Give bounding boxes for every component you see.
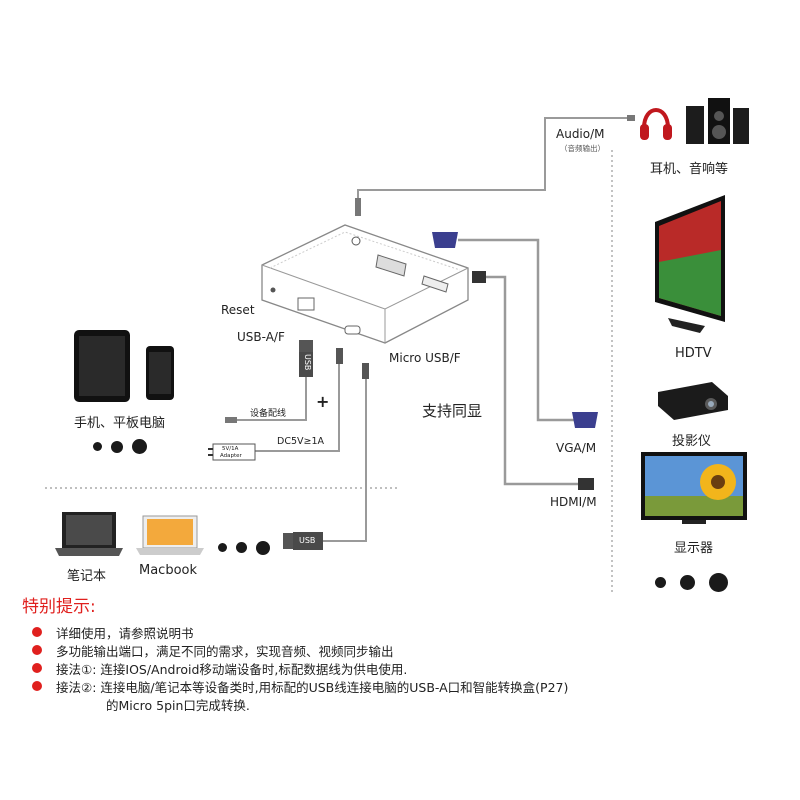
audio-port <box>351 236 361 246</box>
note-continuation: 的Micro 5pin口完成转换. <box>106 698 250 713</box>
micro-usb-label: Micro USB/F <box>389 351 461 365</box>
usb-af-label: USB-A/F <box>237 330 285 344</box>
micro-usb-cable <box>323 379 367 542</box>
speakers-icon <box>686 98 749 144</box>
headphones-icon <box>640 108 672 140</box>
converter-box <box>261 224 469 344</box>
note-bullet <box>32 663 42 673</box>
audio-sublabel: （音频输出） <box>560 144 605 153</box>
cable-label: 设备配线 <box>250 409 287 419</box>
adapter-label-2: Adapter <box>220 453 242 459</box>
macbook-label: Macbook <box>139 563 198 578</box>
phone-dots <box>93 436 156 455</box>
hdtv-icon <box>655 195 725 333</box>
vga-port <box>375 254 407 277</box>
usb-plug-label-horizontal: USB <box>299 536 316 545</box>
notes-title: 特别提示: <box>22 597 96 617</box>
note-bullet <box>32 627 42 637</box>
phone-tablet-label: 手机、平板电脑 <box>74 416 166 431</box>
hdtv-label: HDTV <box>675 346 712 361</box>
projector-icon <box>658 382 728 420</box>
projector-label: 投影仪 <box>672 434 712 449</box>
micro-usb-port <box>344 325 361 335</box>
note-item: 详细使用，请参照说明书 <box>56 626 194 641</box>
monitor-label: 显示器 <box>674 541 714 556</box>
note-item: 接法②: 连接电脑/笔记本等设备类时,用标配的USB线连接电脑的USB-A口和智… <box>56 680 569 695</box>
reset-button <box>270 287 276 293</box>
note-bullet <box>32 645 42 655</box>
plus-sign: + <box>316 392 330 411</box>
monitor-icon <box>641 452 747 524</box>
vga-label: VGA/M <box>556 441 597 455</box>
display-dots <box>655 572 737 592</box>
laptop-dots <box>218 537 279 556</box>
usb-plug-horizontal <box>293 532 323 550</box>
hdmi-cable <box>485 275 578 486</box>
hdmi-label: HDMI/M <box>550 495 597 509</box>
laptop-label: 笔记本 <box>67 569 107 584</box>
vga-connector-top <box>432 232 458 248</box>
dc-label: DC5V≥1A <box>277 436 324 447</box>
device-cable <box>236 377 307 421</box>
adapter-label-1: 5V/1A <box>222 446 239 452</box>
sync-label: 支持同显 <box>422 402 483 420</box>
power-adapter <box>212 443 256 461</box>
dc-cable <box>255 364 340 452</box>
reset-label: Reset <box>221 303 255 317</box>
usb-af-port <box>297 297 315 311</box>
audio-label: Audio/M <box>556 127 605 141</box>
headphones-label: 耳机、音响等 <box>650 162 729 177</box>
vga-cable <box>458 238 575 422</box>
hdmi-connector-top <box>472 271 486 283</box>
note-bullet <box>32 681 42 691</box>
usb-plug-label-vertical: USB <box>303 354 312 371</box>
note-item: 接法①: 连接IOS/Android移动端设备时,标配数据线为供电使用. <box>56 662 408 677</box>
note-item: 多功能输出端口，满足不同的需求，实现音频、视频同步输出 <box>56 644 394 659</box>
hdmi-port <box>421 275 449 293</box>
usb-plug-vertical <box>299 352 313 377</box>
vga-connector-bottom <box>572 412 598 428</box>
hdmi-connector-bottom <box>578 478 594 490</box>
